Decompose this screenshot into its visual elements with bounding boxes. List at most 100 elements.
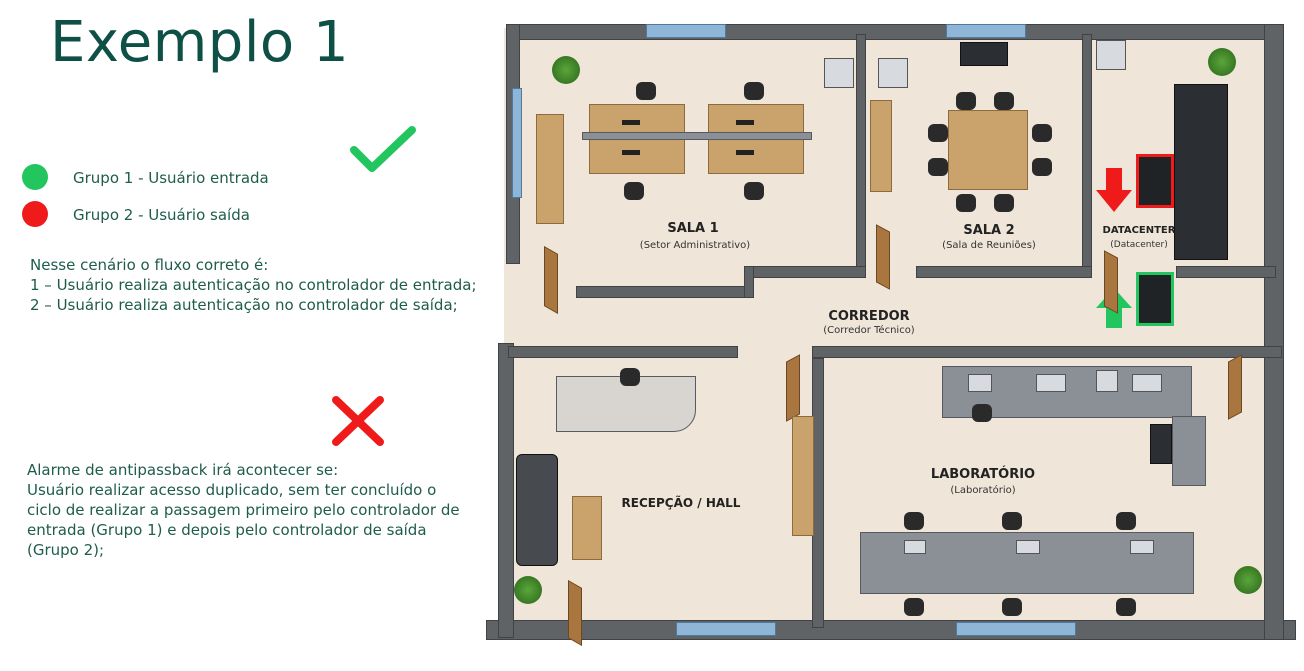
chair xyxy=(1116,598,1136,616)
window xyxy=(946,24,1026,38)
door xyxy=(1228,354,1242,420)
lab-instrument xyxy=(1096,370,1118,392)
monitor xyxy=(736,150,754,155)
door xyxy=(568,579,582,647)
chair xyxy=(956,92,976,110)
cross-icon xyxy=(332,396,384,446)
lab-instrument xyxy=(1036,374,1066,392)
chair xyxy=(994,92,1014,110)
cabinet xyxy=(870,100,892,192)
wall-sala1-bottom-left xyxy=(576,286,752,298)
wall-datacenter-bottom xyxy=(1176,266,1276,278)
alarm-line-2: ciclo de realizar a passagem primeiro pe… xyxy=(27,501,460,519)
wall-left-lower xyxy=(498,343,514,638)
printer xyxy=(878,58,908,88)
chair xyxy=(744,182,764,200)
correct-flow-step-2: 2 – Usuário realiza autenticação no cont… xyxy=(30,296,458,314)
chair xyxy=(620,368,640,386)
chair xyxy=(1002,512,1022,530)
plant-icon xyxy=(514,576,542,604)
chair xyxy=(904,598,924,616)
alarm-line-4: (Grupo 2); xyxy=(27,541,105,559)
air-conditioner xyxy=(1096,40,1126,70)
lab-instrument xyxy=(1132,374,1162,392)
wall-sala2-bottom xyxy=(916,266,1092,278)
chair xyxy=(1002,598,1022,616)
cabinet xyxy=(792,416,814,536)
wall-sala1-bottom xyxy=(744,266,866,278)
room-label-sala2: SALA 2 xyxy=(963,223,1015,238)
chair xyxy=(928,124,948,142)
wall-bottom xyxy=(486,620,1296,640)
monitor xyxy=(622,120,640,125)
chair xyxy=(624,182,644,200)
room-sub-corredor: (Corredor Técnico) xyxy=(823,325,915,336)
wall-top xyxy=(506,24,1282,40)
window xyxy=(676,622,776,636)
tv-screen xyxy=(960,42,1008,66)
room-label-laboratorio: LABORATÓRIO xyxy=(930,467,1036,482)
arrow-down-icon xyxy=(1096,168,1132,212)
wall-lab-top xyxy=(812,346,1282,358)
lab-bench xyxy=(1172,416,1206,486)
door xyxy=(544,245,558,315)
coffee-table xyxy=(572,496,602,560)
chair xyxy=(904,512,924,530)
legend-label: Grupo 2 - Usuário saída xyxy=(73,206,250,224)
correct-flow-step-1: 1 – Usuário realiza autenticação no cont… xyxy=(30,276,477,294)
meeting-table xyxy=(948,110,1028,190)
room-sub-laboratorio: (Laboratório) xyxy=(950,485,1016,496)
printer xyxy=(824,58,854,88)
legend-item-grupo-2: Grupo 2 - Usuário saída xyxy=(22,201,250,227)
chair xyxy=(636,82,656,100)
window xyxy=(956,622,1076,636)
face-reader-exit xyxy=(1136,154,1174,208)
chair xyxy=(972,404,992,422)
wall-sala2-right xyxy=(1082,34,1092,274)
face-reader-entry xyxy=(1136,272,1174,326)
legend-item-grupo-1: Grupo 1 - Usuário entrada xyxy=(22,164,269,190)
room-label-datacenter: DATACENTER xyxy=(1102,225,1176,236)
lab-instrument xyxy=(1016,540,1040,554)
room-label-sala1: SALA 1 xyxy=(667,221,719,236)
room-label-recepcao: RECEPÇÃO / HALL xyxy=(621,496,741,510)
red-dot-icon xyxy=(22,201,48,227)
sofa xyxy=(516,454,558,566)
chair xyxy=(1032,124,1052,142)
plant-icon xyxy=(1234,566,1262,594)
correct-flow-intro: Nesse cenário o fluxo correto é: xyxy=(30,256,269,274)
check-icon xyxy=(350,126,416,172)
alarm-line-1: Usuário realizar acesso duplicado, sem t… xyxy=(27,481,437,499)
floor-plan: SALA 1 (Setor Administrativo) SALA 2 (Sa… xyxy=(486,18,1300,658)
alarm-intro: Alarme de antipassback irá acontecer se: xyxy=(27,461,339,479)
chair xyxy=(928,158,948,176)
window xyxy=(512,88,522,198)
door xyxy=(786,354,800,422)
wall-sala1-right xyxy=(856,34,866,274)
green-dot-icon xyxy=(22,164,48,190)
alarm-line-3: entrada (Grupo 1) e depois pelo controla… xyxy=(27,521,427,539)
door xyxy=(876,224,890,290)
plant-icon xyxy=(552,56,580,84)
wall-right xyxy=(1264,24,1284,640)
wall-sala1-step xyxy=(744,266,754,298)
chair xyxy=(1116,512,1136,530)
server-rack xyxy=(1174,84,1228,260)
monitor xyxy=(736,120,754,125)
cabinet xyxy=(536,114,564,224)
room-sub-sala1: (Setor Administrativo) xyxy=(639,240,751,251)
window xyxy=(646,24,726,38)
lab-instrument xyxy=(904,540,926,554)
room-sub-sala2: (Sala de Reuniões) xyxy=(942,240,1036,251)
monitor xyxy=(622,150,640,155)
room-label-corredor: CORREDOR xyxy=(828,309,910,324)
room-sub-datacenter: (Datacenter) xyxy=(1110,240,1168,250)
door xyxy=(1104,250,1118,314)
chair xyxy=(744,82,764,100)
desk-divider xyxy=(582,132,812,140)
chair xyxy=(956,194,976,212)
page-title: Exemplo 1 xyxy=(50,10,350,75)
lab-equipment xyxy=(1150,424,1172,464)
legend-label: Grupo 1 - Usuário entrada xyxy=(73,169,269,187)
plant-icon xyxy=(1208,48,1236,76)
